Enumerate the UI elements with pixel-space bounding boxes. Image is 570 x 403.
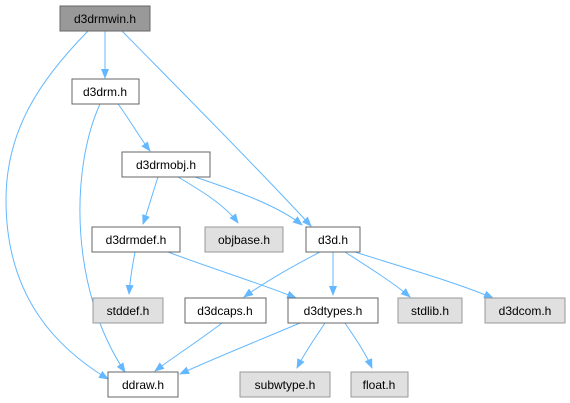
edge-d3drmobj-d3d (194, 176, 303, 226)
node-d3drmdef[interactable]: d3drmdef.h (91, 226, 181, 253)
node-ddraw-box (107, 371, 179, 398)
node-d3drmwin-box (59, 5, 151, 32)
node-d3drmwin[interactable]: d3drmwin.h (59, 5, 151, 32)
node-objbase[interactable]: objbase.h (204, 226, 284, 253)
node-d3drmdef-label: d3drmdef.h (106, 233, 167, 247)
node-d3dcaps-label: d3dcaps.h (197, 304, 252, 318)
node-d3d[interactable]: d3d.h (305, 226, 361, 253)
edge-d3d-d3dcom (354, 251, 494, 299)
nodes: d3drmwin.h d3drm.h d3drmobj.h d3drmdef.h… (59, 5, 566, 398)
node-float-box (350, 371, 409, 398)
edge-d3dtypes-float (344, 322, 373, 369)
node-d3dcom-box (484, 297, 566, 324)
edge-d3dcaps-ddraw (154, 322, 223, 372)
node-d3dcom[interactable]: d3dcom.h (484, 297, 566, 324)
node-d3drmwin-label: d3drmwin.h (74, 12, 136, 26)
node-d3drmobj[interactable]: d3drmobj.h (121, 151, 211, 178)
node-d3d-label: d3d.h (318, 233, 348, 247)
node-stddef-box (92, 297, 164, 324)
edge-d3drm-d3drmobj (117, 103, 151, 152)
edges (5, 30, 494, 380)
node-d3dtypes-label: d3dtypes.h (304, 304, 363, 318)
edge-d3d-d3dcaps (243, 251, 321, 298)
node-float-label: float.h (363, 378, 396, 392)
node-ddraw-label: ddraw.h (122, 378, 164, 392)
node-objbase-label: objbase.h (218, 233, 270, 247)
node-d3dtypes[interactable]: d3dtypes.h (287, 297, 379, 324)
node-stdlib[interactable]: stdlib.h (397, 297, 463, 324)
node-stddef[interactable]: stddef.h (92, 297, 164, 324)
edge-d3dtypes-subwtype (296, 322, 326, 369)
node-d3drm-label: d3drm.h (83, 85, 127, 99)
node-d3drmobj-box (121, 151, 211, 178)
node-stdlib-label: stdlib.h (411, 304, 449, 318)
node-d3drm[interactable]: d3drm.h (71, 78, 140, 105)
node-float[interactable]: float.h (350, 371, 409, 398)
node-d3drmobj-label: d3drmobj.h (136, 158, 196, 172)
edge-d3drmwin-ddraw (5, 30, 109, 380)
node-d3dcaps-box (184, 297, 267, 324)
edge-d3drmdef-stddef (125, 251, 136, 295)
edge-d3drmobj-objbase (177, 176, 239, 224)
node-stdlib-box (397, 297, 463, 324)
node-d3d-box (305, 226, 361, 253)
node-subwtype-box (239, 371, 331, 398)
edge-d3drmdef-d3dtypes (167, 251, 297, 299)
edge-d3drm-ddraw (79, 103, 126, 373)
node-ddraw[interactable]: ddraw.h (107, 371, 179, 398)
node-stddef-label: stddef.h (107, 304, 150, 318)
node-d3dcom-label: d3dcom.h (499, 304, 552, 318)
edge-d3drmobj-d3drmdef (142, 176, 159, 225)
edge-d3dtypes-ddraw (179, 322, 301, 375)
edge-d3d-stdlib (344, 251, 411, 298)
node-subwtype[interactable]: subwtype.h (239, 371, 331, 398)
node-objbase-box (204, 226, 284, 253)
node-d3drm-box (71, 78, 140, 105)
node-d3dcaps[interactable]: d3dcaps.h (184, 297, 267, 324)
node-d3drmdef-box (91, 226, 181, 253)
edge-d3drmwin-d3d (121, 30, 312, 227)
node-d3dtypes-box (287, 297, 379, 324)
node-subwtype-label: subwtype.h (255, 378, 316, 392)
